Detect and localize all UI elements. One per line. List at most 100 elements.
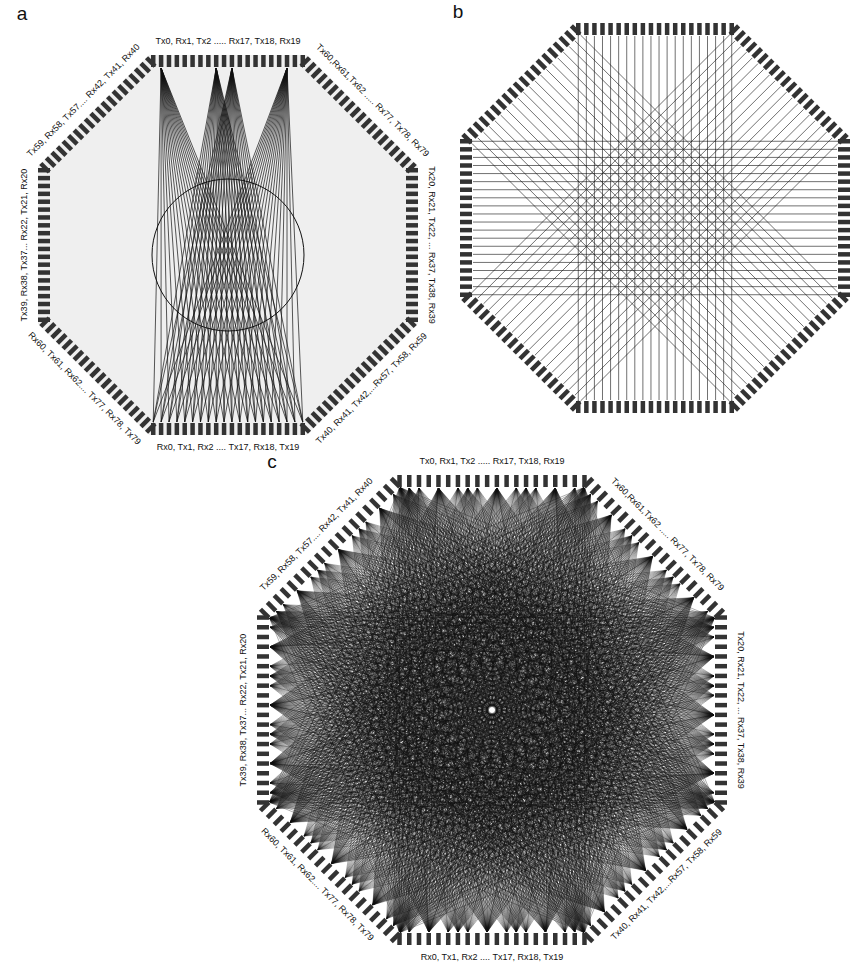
transducer-element [293, 55, 298, 67]
ray-paths [270, 488, 715, 933]
transducer-element [85, 119, 93, 127]
transducer-element [323, 401, 331, 409]
ray-path [380, 508, 575, 932]
ray-path [691, 36, 692, 400]
target-circle [152, 179, 304, 331]
transducer-element [38, 318, 50, 323]
ray-path [483, 46, 740, 303]
ray-path [161, 68, 295, 422]
transducer-element [261, 55, 266, 67]
ray-path [366, 522, 714, 627]
transducer-element [38, 286, 50, 291]
transducer-element [406, 239, 418, 244]
transducer-element [406, 294, 418, 299]
ray-path [569, 132, 826, 389]
ray-path [325, 563, 487, 932]
transducer-element [85, 363, 93, 371]
ray-path [283, 605, 399, 932]
transducer-element [214, 55, 219, 67]
ray-path [535, 81, 792, 338]
ray-path [483, 132, 740, 389]
transducer-element [346, 102, 354, 110]
transducer-element [390, 147, 398, 155]
ray-path [270, 764, 625, 892]
ray-path [650, 36, 651, 400]
transducer-element [362, 363, 370, 371]
transducer-element [167, 423, 172, 435]
transducer-element [198, 55, 203, 67]
ray-path [472, 144, 729, 401]
ray-path [270, 627, 646, 870]
transducer-element [69, 136, 77, 144]
transducer-element [38, 262, 50, 267]
ray-path [478, 41, 735, 298]
transducer-element [346, 379, 354, 387]
ray-path [161, 68, 287, 422]
transducer-element [63, 141, 71, 149]
transducer-element [318, 407, 326, 415]
ray-path [297, 591, 575, 932]
ray-path [546, 69, 803, 326]
transducer-element [182, 423, 187, 435]
transducer-element [384, 340, 392, 348]
ray-path [169, 68, 287, 422]
ray-path [529, 86, 786, 343]
ray-path [161, 68, 216, 422]
ray-path [366, 522, 429, 932]
ray-path [642, 36, 643, 400]
ray-path [325, 563, 714, 627]
transducer-element [253, 423, 258, 435]
ray-path [489, 52, 746, 309]
ray-path [501, 64, 758, 321]
ray-path [473, 149, 837, 150]
transducer-element [285, 423, 290, 435]
ray-path [575, 138, 832, 395]
transducer-element [373, 351, 381, 359]
ray-path [518, 98, 775, 355]
transducer-element [406, 207, 418, 212]
ray-path [473, 230, 837, 231]
ray-path [523, 92, 780, 349]
ray-path [169, 68, 232, 422]
transducer-element [222, 423, 227, 435]
transducer-element [38, 207, 50, 212]
ray-path [473, 254, 837, 255]
transducer-element [69, 346, 77, 354]
ray-path [518, 81, 775, 338]
ray-path [311, 577, 714, 773]
ray-path [270, 764, 646, 871]
ray-path [311, 577, 604, 912]
ray-paths [153, 68, 303, 422]
ray-path [297, 591, 583, 932]
transducer-element [301, 423, 306, 435]
ray-path [256, 68, 287, 422]
ray-path [161, 68, 271, 422]
ray-path [563, 126, 820, 383]
transducer-element [277, 423, 282, 435]
transducer-element [190, 423, 195, 435]
ray-path [366, 522, 546, 932]
ray-path [270, 764, 666, 850]
ray-path [297, 591, 687, 829]
ray-path [394, 495, 714, 628]
transducer-element [406, 278, 418, 283]
ray-path [366, 522, 458, 932]
center-dot [489, 707, 495, 713]
ray-path [325, 563, 584, 932]
ray-path [270, 744, 584, 932]
transducer-element [396, 152, 404, 160]
transducer-element [277, 55, 282, 67]
ray-path [283, 605, 714, 803]
ray-path [535, 98, 792, 355]
ray-path [153, 68, 161, 422]
ray-path [352, 536, 458, 932]
transducer-element [38, 255, 50, 260]
ray-path [161, 68, 177, 422]
ray-path [153, 68, 287, 422]
ray-path [311, 577, 487, 932]
transducer-element [401, 324, 409, 332]
transducer-element [159, 55, 164, 67]
ray-path [512, 75, 769, 332]
ray-path [581, 144, 838, 401]
transducer-element [198, 423, 203, 435]
